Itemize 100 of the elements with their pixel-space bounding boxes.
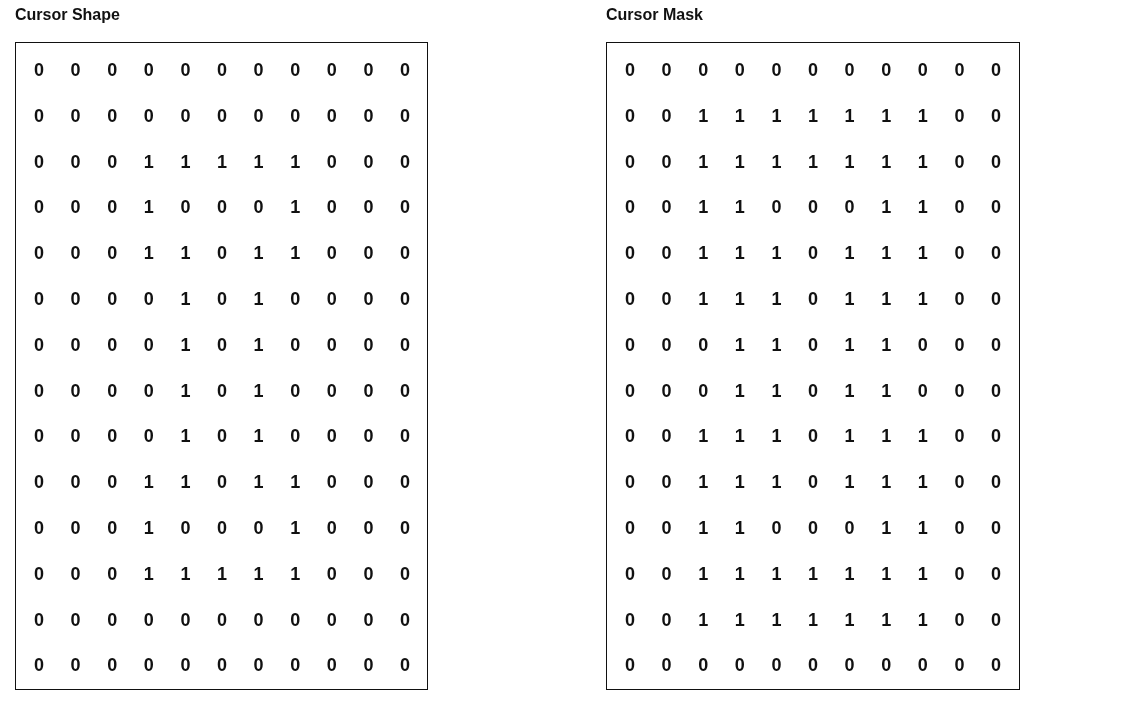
bit-value: 0: [179, 518, 192, 538]
bit-value: 0: [216, 197, 228, 218]
bit-value: 0: [843, 197, 856, 218]
bit-value: 0: [362, 105, 375, 126]
bit-value: 0: [990, 472, 1002, 493]
bit-value: 0: [179, 105, 192, 126]
bit-value: 0: [69, 289, 82, 309]
bit-value: 1: [916, 472, 929, 493]
bit-value: 0: [325, 60, 338, 80]
bit-value: 0: [216, 472, 228, 493]
bit-value: 0: [362, 380, 375, 401]
bit-value: 1: [697, 105, 710, 126]
bit-value: 0: [362, 197, 375, 218]
bit-value: 0: [33, 334, 45, 355]
bit-value: 0: [953, 609, 966, 630]
bit-value: 0: [33, 426, 45, 447]
bit-value: 0: [106, 289, 119, 309]
bit-value: 0: [624, 60, 636, 80]
bit-value: 0: [69, 60, 82, 80]
bit-value: 0: [953, 380, 966, 401]
bit-value: 0: [69, 243, 82, 264]
bit-value: 1: [843, 334, 856, 355]
bit-value: 0: [916, 380, 929, 401]
bit-value: 0: [216, 380, 228, 401]
bit-value: 1: [916, 151, 929, 172]
bit-value: 0: [362, 472, 375, 493]
bit-value: 1: [770, 243, 783, 264]
bit-value: 1: [880, 426, 893, 447]
bit-value: 1: [697, 472, 710, 493]
bit-value: 1: [843, 472, 856, 493]
bit-value: 1: [697, 151, 710, 172]
bit-value: 0: [624, 655, 636, 676]
bit-value: 0: [33, 151, 45, 172]
bit-value: 0: [953, 655, 966, 676]
bit-value: 1: [916, 243, 929, 264]
bit-value: 0: [990, 243, 1002, 264]
bit-value: 1: [880, 609, 893, 630]
bit-value: 0: [807, 243, 819, 264]
bit-value: 0: [990, 151, 1002, 172]
bit-value: 0: [953, 60, 966, 80]
bit-value: 1: [733, 380, 746, 401]
bit-value: 0: [990, 334, 1002, 355]
bit-value: 1: [697, 518, 710, 538]
bit-value: 0: [325, 243, 338, 264]
bit-value: 1: [179, 151, 192, 172]
bit-value: 0: [660, 334, 673, 355]
bit-value: 0: [216, 655, 228, 676]
bit-value: 0: [362, 609, 375, 630]
bit-value: 0: [953, 243, 966, 264]
bit-value: 0: [142, 380, 155, 401]
bit-value: 0: [362, 334, 375, 355]
bit-value: 0: [660, 655, 673, 676]
bit-value: 0: [252, 197, 265, 218]
bit-value: 0: [399, 563, 411, 584]
bit-value: 0: [106, 380, 119, 401]
bit-value: 0: [216, 426, 228, 447]
bit-value: 0: [990, 197, 1002, 218]
bit-value: 0: [142, 609, 155, 630]
bit-value: 0: [69, 334, 82, 355]
bit-value: 1: [142, 197, 155, 218]
bit-value: 0: [33, 472, 45, 493]
bit-value: 0: [289, 426, 302, 447]
bit-value: 1: [289, 243, 302, 264]
bit-value: 1: [252, 151, 265, 172]
bit-value: 0: [770, 197, 783, 218]
bit-value: 0: [325, 197, 338, 218]
bit-value: 0: [807, 518, 819, 538]
bit-value: 0: [33, 105, 45, 126]
bit-value: 0: [399, 472, 411, 493]
bit-value: 0: [106, 334, 119, 355]
bit-value: 0: [216, 60, 228, 80]
bit-value: 0: [624, 151, 636, 172]
bit-value: 0: [362, 243, 375, 264]
bit-value: 1: [179, 563, 192, 584]
bit-value: 0: [179, 197, 192, 218]
bit-value: 0: [399, 655, 411, 676]
bit-value: 0: [179, 655, 192, 676]
bit-value: 1: [880, 472, 893, 493]
bit-value: 0: [33, 60, 45, 80]
bit-value: 1: [880, 334, 893, 355]
bit-value: 0: [399, 289, 411, 309]
bit-value: 0: [953, 105, 966, 126]
bit-value: 1: [843, 380, 856, 401]
bit-value: 1: [697, 289, 710, 309]
bit-value: 0: [697, 60, 710, 80]
bit-value: 0: [660, 563, 673, 584]
bit-value: 1: [252, 243, 265, 264]
bit-value: 1: [142, 563, 155, 584]
bit-value: 0: [697, 380, 710, 401]
bit-value: 0: [916, 60, 929, 80]
bit-value: 0: [325, 518, 338, 538]
bit-value: 0: [953, 289, 966, 309]
bit-value: 1: [807, 609, 819, 630]
bit-value: 0: [807, 60, 819, 80]
bit-value: 0: [142, 655, 155, 676]
bit-value: 0: [880, 655, 893, 676]
bit-value: 1: [880, 563, 893, 584]
bit-value: 0: [660, 197, 673, 218]
bit-value: 1: [770, 380, 783, 401]
bit-value: 1: [880, 518, 893, 538]
